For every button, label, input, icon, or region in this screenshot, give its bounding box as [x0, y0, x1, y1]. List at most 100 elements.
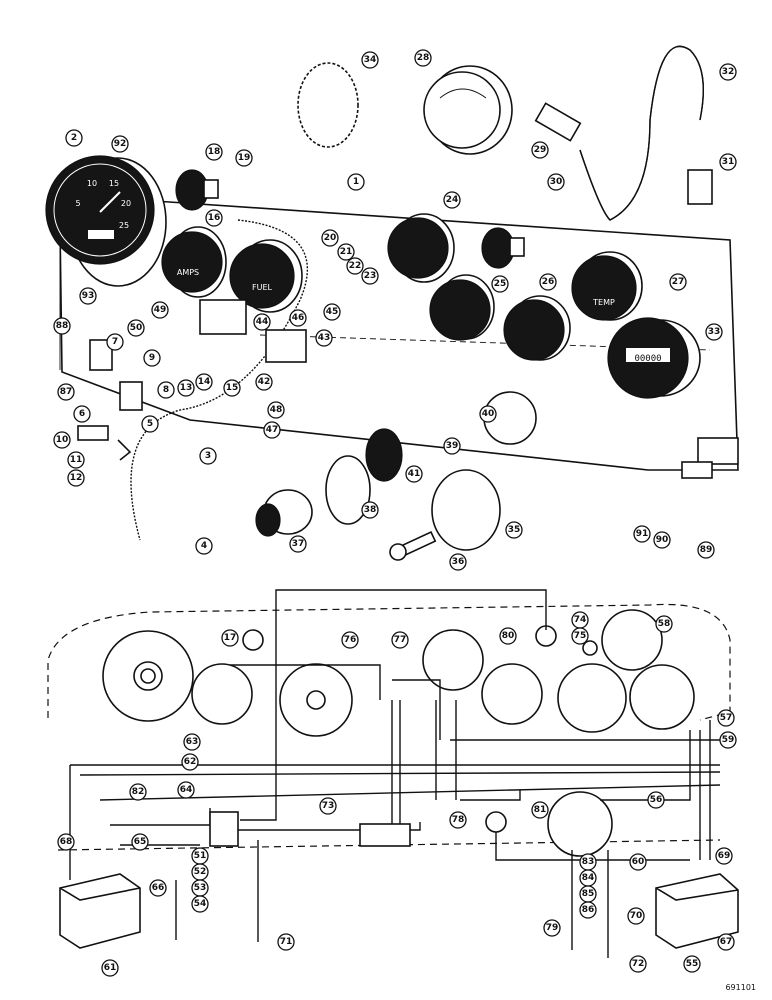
callout: 79: [543, 919, 561, 937]
svg-text:58: 58: [658, 619, 671, 629]
callout: 6: [73, 405, 91, 423]
tach-number-25: 25: [119, 221, 129, 230]
temp-gauge-a: [429, 274, 495, 341]
relay-switch: [199, 299, 307, 363]
callout: 60: [629, 853, 647, 871]
svg-text:93: 93: [82, 291, 95, 301]
relay-55: [655, 873, 739, 949]
callout: 61: [101, 959, 119, 977]
callout: 14: [195, 373, 213, 391]
svg-text:45: 45: [326, 307, 339, 317]
svg-text:79: 79: [546, 923, 559, 933]
callout: 12: [67, 469, 85, 487]
svg-text:6: 6: [79, 409, 85, 419]
callout: 55: [683, 955, 701, 973]
svg-text:87: 87: [60, 387, 73, 397]
svg-text:64: 64: [180, 785, 193, 795]
callout: 68: [57, 833, 75, 851]
callout: 59: [719, 731, 737, 749]
svg-text:33: 33: [708, 327, 721, 337]
svg-text:73: 73: [322, 801, 335, 811]
svg-text:52: 52: [194, 867, 207, 877]
ignition-switch: [389, 391, 537, 561]
svg-text:80: 80: [502, 631, 515, 641]
callout: 56: [647, 791, 665, 809]
svg-text:27: 27: [672, 277, 685, 287]
callout: 35: [505, 521, 523, 539]
callout: 72: [629, 955, 647, 973]
svg-text:81: 81: [534, 805, 547, 815]
svg-text:68: 68: [60, 837, 73, 847]
callout: 7: [106, 333, 124, 351]
callout: 70: [627, 907, 645, 925]
callout: 54: [191, 895, 209, 913]
callout: 4: [195, 537, 213, 555]
callout: 40: [479, 405, 497, 423]
svg-text:2: 2: [71, 133, 77, 143]
svg-text:4: 4: [201, 541, 207, 551]
pressure-hose: [579, 45, 705, 221]
svg-text:39: 39: [446, 441, 459, 451]
callout: 63: [183, 733, 201, 751]
tach-number-20: 20: [121, 199, 131, 208]
svg-text:65: 65: [134, 837, 147, 847]
callout: 43: [315, 329, 333, 347]
svg-text:29: 29: [534, 145, 547, 155]
callout: 77: [391, 631, 409, 649]
svg-text:13: 13: [180, 383, 193, 393]
callout: 58: [655, 615, 673, 633]
callout: 75: [571, 627, 589, 645]
tach-number-5: 5: [75, 199, 80, 208]
svg-text:38: 38: [364, 505, 377, 515]
svg-text:47: 47: [266, 425, 279, 435]
panel-gauge-holes: [102, 609, 695, 857]
callout: 64: [177, 781, 195, 799]
callout: 50: [127, 319, 145, 337]
svg-text:3: 3: [205, 451, 211, 461]
callout: 3: [199, 447, 217, 465]
callout: 36: [449, 553, 467, 571]
callout: 85: [579, 885, 597, 903]
callout: 39: [443, 437, 461, 455]
svg-text:91: 91: [636, 529, 649, 539]
temp-label: TEMP: [592, 298, 615, 307]
callout: 81: [531, 801, 549, 819]
callout: 18: [205, 143, 223, 161]
svg-text:50: 50: [130, 323, 143, 333]
callout: 71: [277, 933, 295, 951]
svg-text:82: 82: [132, 787, 145, 797]
svg-text:10: 10: [56, 435, 69, 445]
callout: 20: [321, 229, 339, 247]
svg-text:37: 37: [292, 539, 305, 549]
callout: 46: [289, 309, 307, 327]
callout: 90: [653, 531, 671, 549]
callout: 1: [347, 173, 365, 191]
svg-text:83: 83: [582, 857, 595, 867]
callout: 93: [79, 287, 97, 305]
callout: 21: [337, 243, 355, 261]
callout: 42: [255, 373, 273, 391]
callout: 53: [191, 879, 209, 897]
svg-text:90: 90: [656, 535, 669, 545]
fuel-label: FUEL: [252, 283, 273, 292]
svg-text:60: 60: [632, 857, 645, 867]
svg-text:56: 56: [650, 795, 663, 805]
svg-text:18: 18: [208, 147, 221, 157]
svg-text:15: 15: [226, 383, 239, 393]
svg-text:71: 71: [280, 937, 293, 947]
wiring-harness: [69, 589, 721, 958]
oil-pressure-gauge: [387, 213, 455, 283]
callout: 69: [715, 847, 733, 865]
callout: 30: [547, 173, 565, 191]
cigar-lighter: [255, 428, 403, 537]
svg-text:63: 63: [186, 737, 199, 747]
callout: 26: [539, 273, 557, 291]
callout: 28: [414, 49, 432, 67]
callout: 83: [579, 853, 597, 871]
callout: 86: [579, 901, 597, 919]
hourmeter: 00000: [607, 317, 701, 399]
fuel-gauge: FUEL: [229, 239, 303, 313]
svg-text:31: 31: [722, 157, 735, 167]
callout: 16: [205, 209, 223, 227]
callout-group: 1 2 3 4 5 6 7 8 9 10 11 12 13 14 15 16 1…: [53, 49, 737, 977]
